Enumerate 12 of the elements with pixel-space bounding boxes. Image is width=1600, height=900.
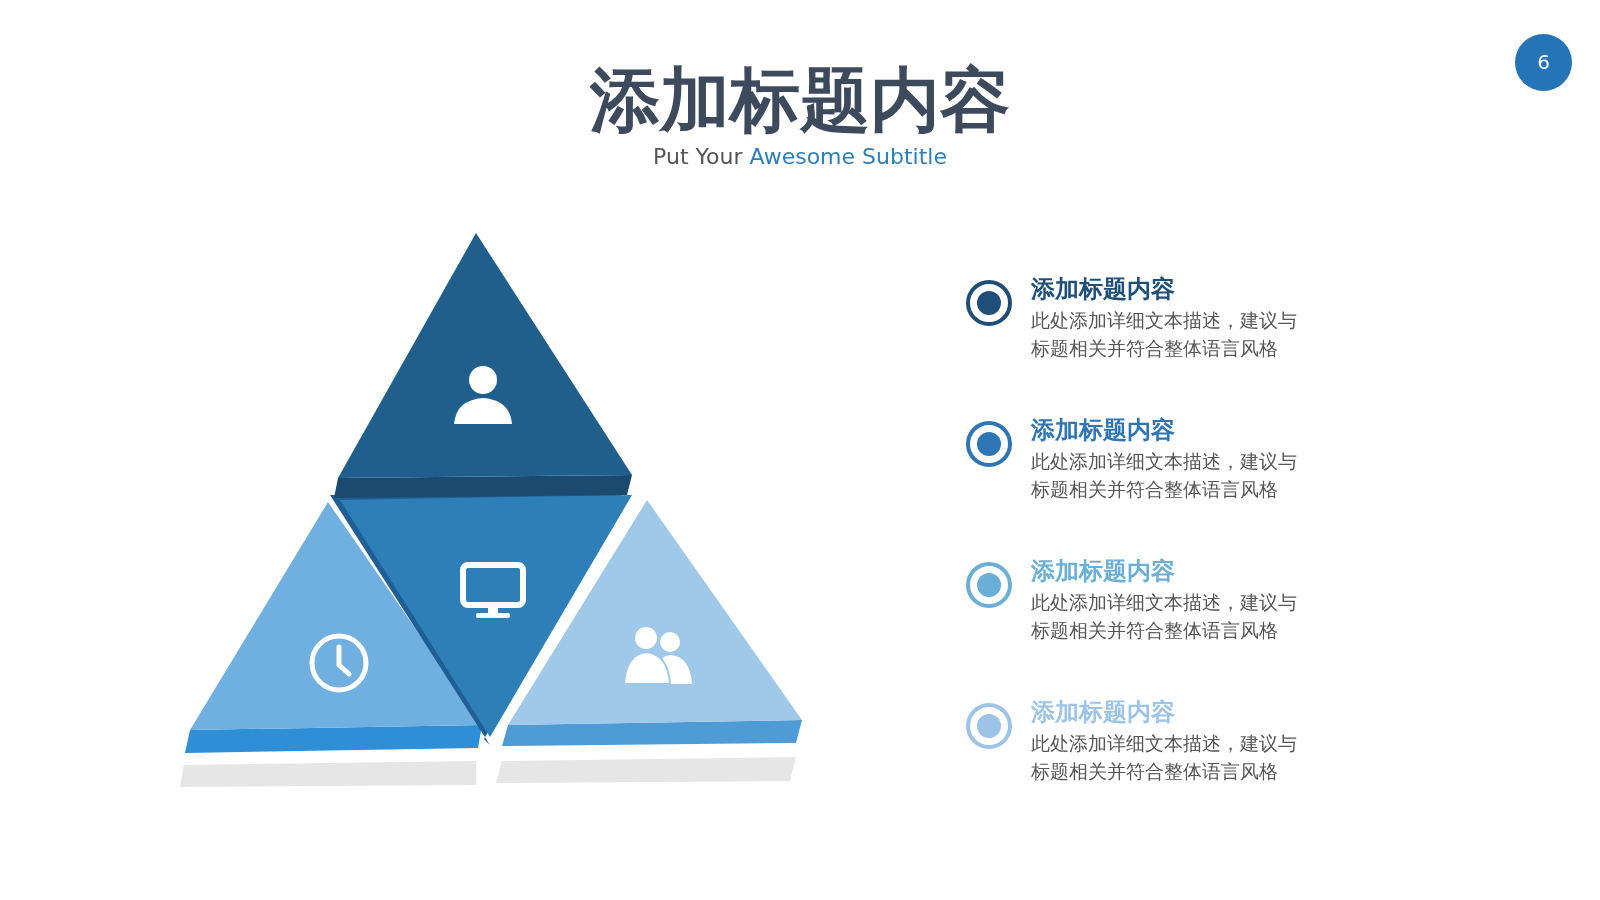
item-description: 此处添加详细文本描述，建议与标题相关并符合整体语言风格 [1031,590,1298,643]
subtitle: Put Your [653,144,743,169]
item-description: 此处添加详细文本描述，建议与标题相关并符合整体语言风格 [1031,449,1298,502]
item-heading: 添加标题内容 [1031,415,1175,446]
page-number-badge: 6 [1515,34,1572,91]
item-description: 此处添加详细文本描述，建议与标题相关并符合整体语言风格 [1031,308,1298,361]
item-description: 此处添加详细文本描述，建议与标题相关并符合整体语言风格 [1031,731,1298,784]
subtitle-highlight: Awesome Subtitle [749,144,947,169]
item-heading: 添加标题内容 [1031,697,1175,728]
item-heading: 添加标题内容 [1031,274,1175,305]
title: 添加标题内容 [588,58,1011,143]
item-heading: 添加标题内容 [1031,556,1175,587]
